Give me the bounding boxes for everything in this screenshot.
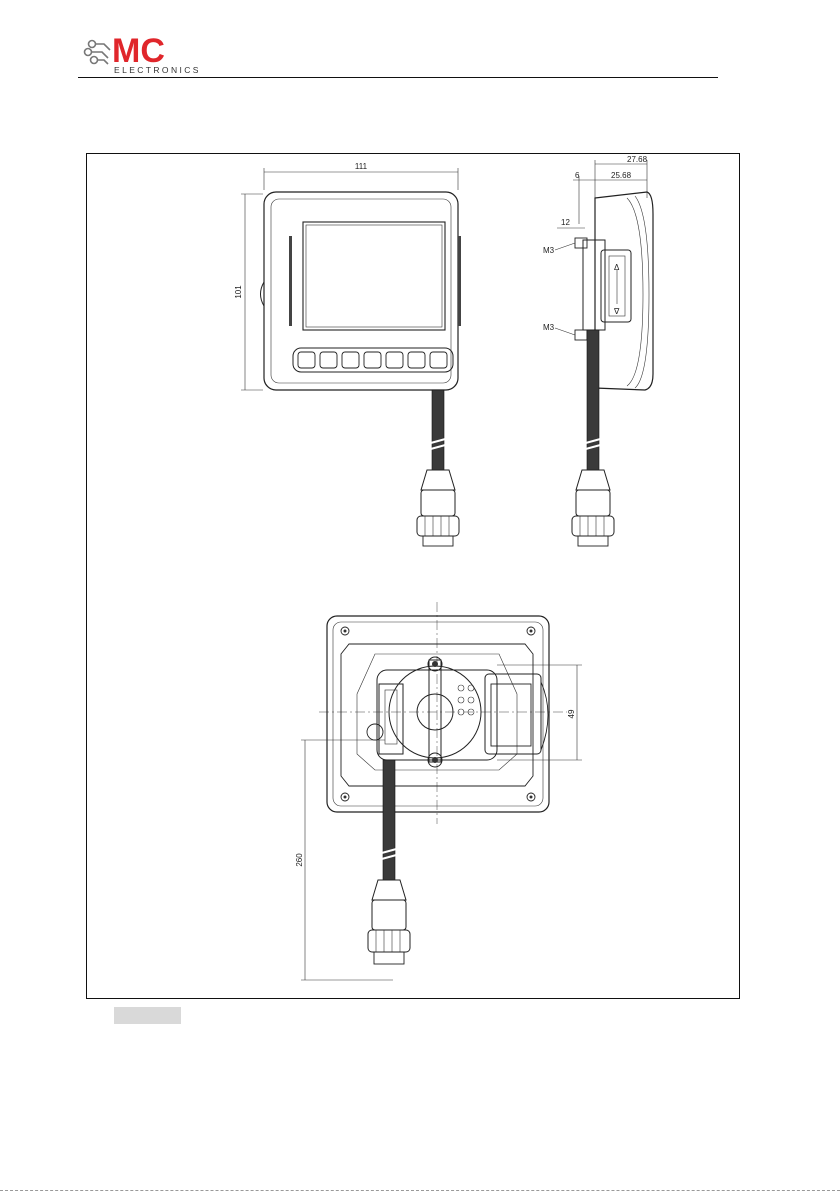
thread-label-top: M3 (543, 246, 555, 255)
dim-offset-12: 12 (561, 218, 570, 227)
header-divider (78, 77, 718, 78)
dim-width-111: 111 (355, 162, 368, 171)
figure-caption-box (114, 1007, 181, 1024)
brand-logo: MC ELECTRONICS (80, 30, 210, 76)
front-view: 111 101 (234, 162, 461, 546)
dim-depth-25-68: 25.68 (611, 171, 632, 180)
dim-height-101: 101 (234, 285, 243, 299)
side-view: 27.68 25.68 6 12 Δ ∇ M3 M3 (543, 155, 653, 546)
dim-mount-49: 49 (567, 709, 576, 718)
technical-drawing: 111 101 (87, 154, 739, 998)
rear-view: 49 260 (295, 602, 582, 980)
thread-label-bottom: M3 (543, 323, 555, 332)
front-buttons (298, 352, 447, 368)
dim-depth-27-68: 27.68 (627, 155, 648, 164)
dim-cable-260: 260 (295, 853, 304, 867)
logo-text-sub: ELECTRONICS (114, 65, 201, 75)
svg-text:Δ: Δ (614, 263, 620, 272)
page-bottom-divider (0, 1190, 840, 1191)
circuit-logo-icon: MC ELECTRONICS (80, 30, 210, 76)
svg-text:∇: ∇ (613, 307, 620, 316)
drawing-frame: 111 101 (86, 153, 740, 999)
